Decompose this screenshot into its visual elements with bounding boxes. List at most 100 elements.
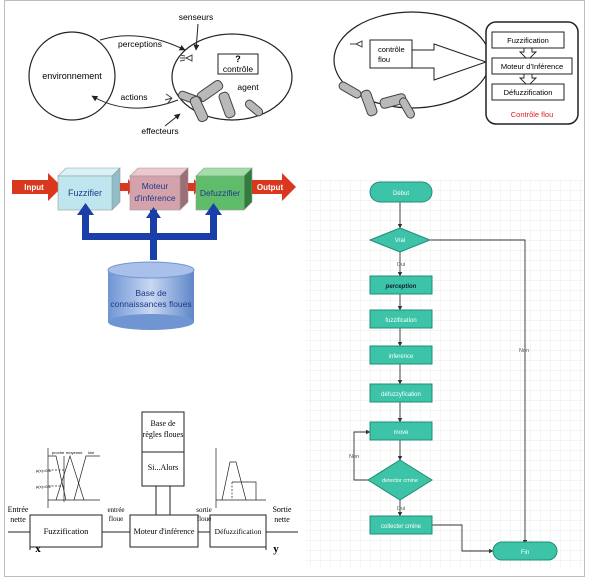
sensors-arrow xyxy=(193,23,200,51)
effectors-label: effecteurs xyxy=(141,126,178,136)
flowchart-diagram: Début Vrai Oui Non perception fuzzificat… xyxy=(306,180,583,568)
end-node xyxy=(492,541,558,561)
output-arrow xyxy=(252,173,296,201)
mf-label-1: proche xyxy=(52,450,65,455)
actions-arrow xyxy=(91,95,179,109)
no-label-1: Non xyxy=(519,348,529,354)
robot-eye-icon xyxy=(184,54,193,62)
robot-figure-left xyxy=(164,54,264,123)
down-arrow-1-icon xyxy=(518,47,538,61)
agent-label: agent xyxy=(237,82,259,92)
agent-ellipse xyxy=(171,33,293,121)
mu-label-2: µ(x)=0.2 xyxy=(36,484,52,489)
input-arrow xyxy=(12,173,62,201)
robot-figure-right xyxy=(338,40,415,119)
check-node xyxy=(367,459,433,501)
rules-block xyxy=(141,411,185,487)
step-fuzzification-label: fuzzification xyxy=(385,318,416,324)
question-mark: ? xyxy=(235,54,241,64)
inference-block xyxy=(129,514,199,548)
step-move-label: move xyxy=(394,430,409,436)
fuzzification-block xyxy=(29,514,103,548)
step-fuzzification xyxy=(369,309,433,329)
defuzzification-label: Défuzzification xyxy=(504,88,553,97)
defuzzifier-box xyxy=(195,175,245,211)
sensors-label: senseurs xyxy=(179,12,214,22)
rules-title-2: règles floues xyxy=(143,430,184,439)
inference-label-2: d'inférence xyxy=(134,193,176,203)
fuzzy-input-2: floue xyxy=(109,515,123,523)
fuzzification-block-label: Fuzzification xyxy=(44,526,90,536)
controller-label-2: flou xyxy=(378,55,390,64)
mf-label-3: loin xyxy=(88,450,94,455)
output-plot xyxy=(215,448,266,508)
crisp-output-2: nette xyxy=(274,515,290,524)
defuzzification-block-label: Défuzzification xyxy=(215,527,262,536)
environment-ellipse xyxy=(28,31,116,121)
start-label: Début xyxy=(393,191,409,197)
step-move xyxy=(369,421,433,441)
condition-node xyxy=(368,227,432,253)
perceptions-label: perceptions xyxy=(118,39,162,49)
environment-label: environnement xyxy=(42,71,102,81)
start-node xyxy=(369,181,433,203)
step-collect-label: collecter cmine xyxy=(381,524,422,530)
fuzzification-label: Fuzzification xyxy=(507,36,549,45)
step-inference xyxy=(369,345,433,365)
inference-block-label: Moteur d'inférence xyxy=(134,527,195,536)
control-label: contrôle xyxy=(223,64,254,74)
defuzzification-box xyxy=(491,83,565,101)
fuzzy-controller-box xyxy=(369,39,413,69)
fuzzy-system-labels: Fuzzification Moteur d'inférence Défuzzi… xyxy=(8,419,292,555)
output-label: Output xyxy=(257,183,284,192)
y-variable: y xyxy=(273,543,279,555)
input-label: Input xyxy=(24,183,44,192)
fuzzy-agent-diagram: contrôle flou Fuzzification Moteur d'Inf… xyxy=(333,11,579,125)
zoom-arrow-shape xyxy=(411,43,488,81)
fuzzy-pipeline-diagram: Input Fuzzifier Moteur d'inférence Defuz… xyxy=(12,167,296,330)
rules-title-1: Base de xyxy=(150,419,176,428)
effectors-arrow xyxy=(164,113,181,127)
agent-environment-diagram: environnement perceptions actions senseu… xyxy=(28,12,293,136)
mu-label-1: µ(x)=0.6 xyxy=(36,468,52,473)
rules-label: Si...Alors xyxy=(148,463,178,472)
controller-label-1: contrôle xyxy=(378,45,405,54)
fuzzy-output-2: floue xyxy=(197,515,211,523)
control-box xyxy=(217,53,259,75)
perceptions-arrow xyxy=(99,35,186,51)
figure-border xyxy=(4,0,585,577)
end-label: Fin xyxy=(521,550,529,556)
mf-label-2: moyenne xyxy=(66,450,83,455)
step-perception xyxy=(369,275,433,295)
step-perception-label: perception xyxy=(385,284,417,290)
step-inference-label: inference xyxy=(389,354,414,360)
inference-box xyxy=(129,175,181,211)
no-label-2: Non xyxy=(349,454,359,460)
defuzzifier-label: Defuzzifier xyxy=(200,188,240,198)
fuzzy-control-label: Contrôle flou xyxy=(511,110,554,119)
defuzzification-block xyxy=(209,514,267,548)
step-defuzzification xyxy=(369,383,433,403)
knowledge-base-cylinder xyxy=(108,270,194,322)
down-arrow-2-icon xyxy=(518,73,538,87)
flowchart-grid xyxy=(306,180,583,568)
x-variable: x xyxy=(35,543,41,555)
fuzzifier-label: Fuzzifier xyxy=(68,188,102,198)
fuzzy-input-1: entrée xyxy=(107,506,124,514)
inference-label-1: Moteur xyxy=(142,181,169,191)
yes-label-2: Oui xyxy=(397,506,406,512)
crisp-input-1: Entrée xyxy=(8,505,29,514)
crisp-input-2: nette xyxy=(10,515,26,524)
knowledge-base-label-2: connaissances floues xyxy=(110,299,191,309)
membership-plot xyxy=(47,448,100,508)
step-defuzzification-label: défuzzyfication xyxy=(381,392,421,398)
check-label: detector cmine xyxy=(382,478,418,484)
fuzzy-system-diagram xyxy=(8,411,298,550)
actions-label: actions xyxy=(121,92,148,102)
step-collect xyxy=(369,515,433,535)
knowledge-base-label-1: Base de xyxy=(135,288,166,298)
inference-engine-label: Moteur d'Inférence xyxy=(501,62,563,71)
crisp-output-1: Sortie xyxy=(272,505,292,514)
